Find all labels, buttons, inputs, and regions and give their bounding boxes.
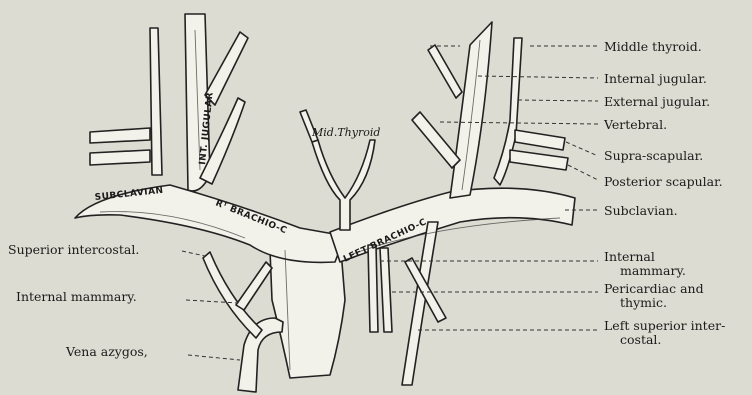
- label-pericardiac-2: thymic.: [620, 295, 667, 310]
- right-subclavian-tributary-1: [90, 128, 150, 143]
- label-vertebral: Vertebral.: [603, 117, 667, 132]
- right-vertical-vein: [150, 28, 162, 175]
- middle-thyroid-trunk: [312, 140, 375, 230]
- label-pericardiac-1: Pericardiac and: [604, 281, 704, 296]
- label-internal-mammary-right-2: mammary.: [620, 263, 686, 278]
- left-internal-jugular: [450, 22, 492, 198]
- label-internal-mammary-right-1: Internal: [604, 249, 655, 264]
- label-supra-scapular: Supra-scapular.: [604, 148, 703, 163]
- label-posterior-scapular: Posterior scapular.: [604, 174, 723, 189]
- right-internal-mammary-vein: [236, 262, 272, 310]
- left-internal-mammary: [368, 245, 378, 332]
- vertebral: [412, 112, 460, 168]
- label-external-jugular: External jugular.: [604, 94, 710, 109]
- vessels: [75, 14, 575, 392]
- label-vena-azygos: Vena azygos,: [65, 344, 148, 359]
- label-internal-mammary-left: Internal mammary.: [16, 289, 137, 304]
- supra-scapular: [515, 130, 565, 150]
- label-middle-thyroid: Middle thyroid.: [604, 39, 702, 54]
- label-internal-jugular: Internal jugular.: [604, 71, 707, 86]
- label-superior-intercostal: Superior intercostal.: [8, 242, 139, 257]
- label-subclavian: Subclavian.: [604, 203, 678, 218]
- label-left-sup-intercostal-1: Left superior inter-: [604, 318, 725, 333]
- left-middle-thyroid: [428, 45, 462, 98]
- label-mid-thyroid: Mid.Thyroid: [311, 126, 380, 139]
- posterior-scapular: [510, 150, 568, 170]
- label-left-sup-intercostal-2: costal.: [620, 332, 661, 347]
- right-subclavian-tributary-2: [90, 150, 150, 165]
